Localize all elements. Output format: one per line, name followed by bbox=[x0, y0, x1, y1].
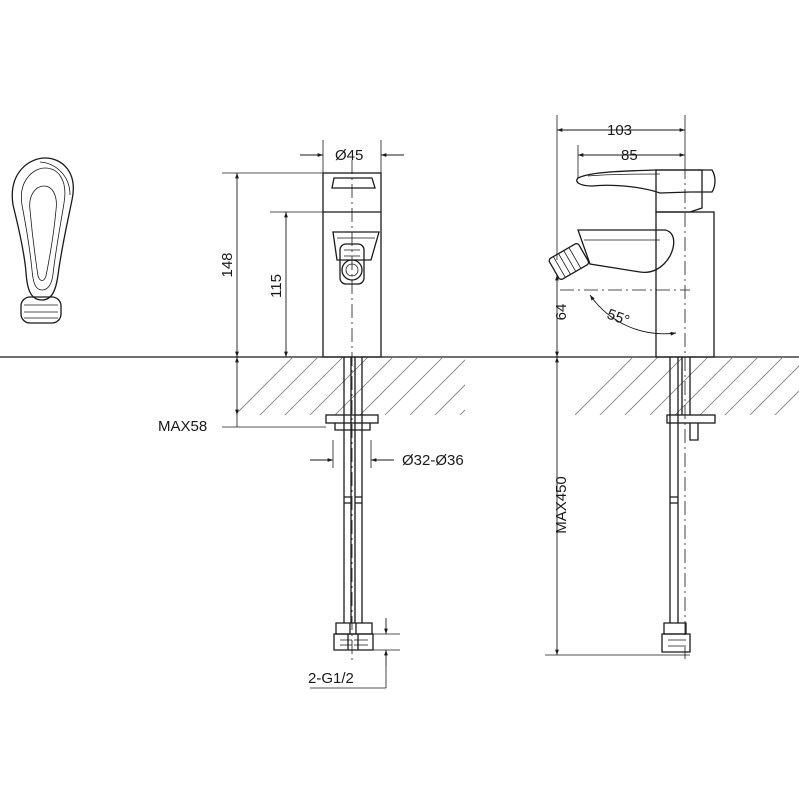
faucet-side-view bbox=[548, 165, 716, 660]
handle-detail-view bbox=[11, 157, 74, 324]
label-depth-outlet: 85 bbox=[621, 147, 638, 164]
label-connection: 2-G1/2 bbox=[308, 670, 354, 687]
dimension-depth-overall bbox=[556, 115, 686, 260]
dimension-height-overall bbox=[222, 172, 323, 357]
dimension-connection bbox=[310, 618, 400, 689]
deck-hatching-front bbox=[238, 357, 465, 415]
label-height-overall: 148 bbox=[219, 252, 236, 277]
dimension-hole-diameter bbox=[310, 440, 394, 468]
label-hole-diameter: Ø32-Ø36 bbox=[402, 452, 464, 469]
label-height-outlet: 115 bbox=[268, 274, 285, 298]
label-diameter-top: Ø45 bbox=[335, 147, 363, 164]
label-max-deck: MAX58 bbox=[158, 418, 207, 435]
faucet-front-view bbox=[322, 160, 382, 660]
label-depth-overall: 103 bbox=[607, 122, 632, 139]
dimension-hose-length bbox=[545, 357, 690, 656]
dimension-max-deck bbox=[222, 357, 326, 428]
dimension-depth-outlet bbox=[577, 145, 685, 178]
label-outlet-height-side: 64 bbox=[553, 304, 570, 321]
dimension-height-outlet bbox=[270, 211, 323, 357]
label-angle: 55° bbox=[605, 306, 632, 330]
dimension-diameter-top bbox=[300, 140, 404, 173]
label-hose-length: MAX450 bbox=[553, 476, 570, 534]
deck-hatching-side bbox=[575, 357, 799, 415]
